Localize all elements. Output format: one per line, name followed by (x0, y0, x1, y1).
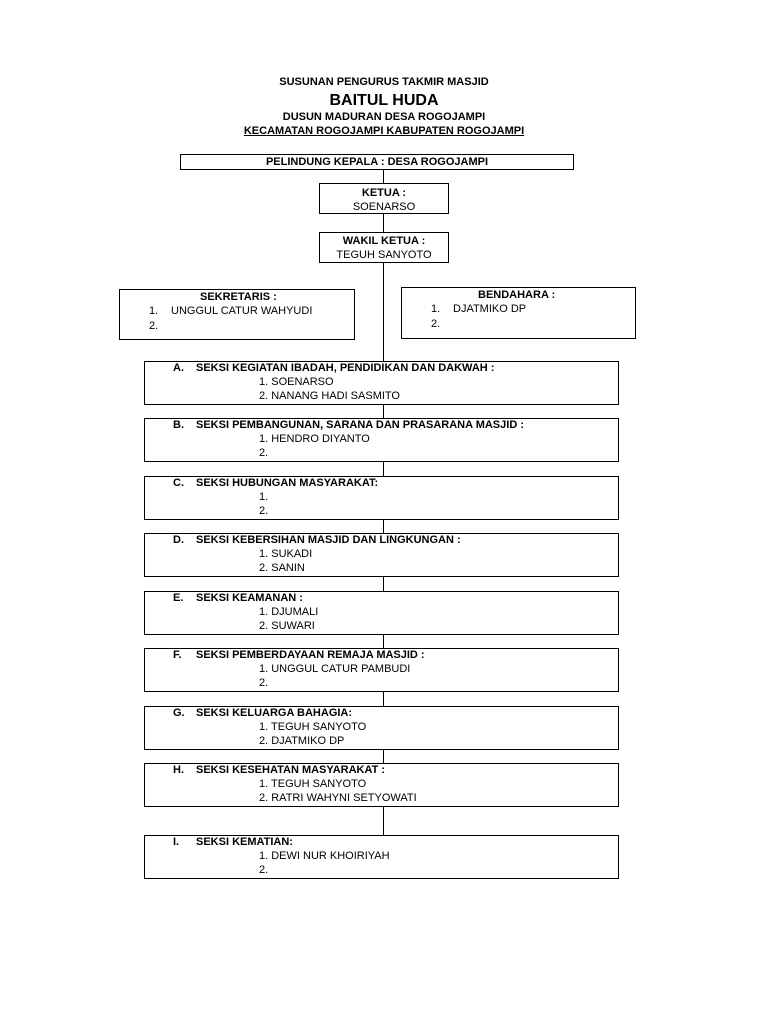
seksi-member: 1. (259, 491, 269, 503)
seksi-box: H. SEKSI KESEHATAN MASYARAKAT : 1. TEGUH… (144, 763, 619, 807)
seksi-letter: H. (173, 764, 184, 776)
seksi-member: 2. (259, 447, 269, 459)
seksi-letter: C. (173, 477, 184, 489)
wakil-ketua-title: WAKIL KETUA : (342, 235, 426, 247)
bendahara-box: BENDAHARA : 1. DJATMIKO DP 2. (401, 287, 636, 339)
seksi-box: G. SEKSI KELUARGA BAHAGIA: 1. TEGUH SANY… (144, 706, 619, 750)
header-title: BAITUL HUDA (329, 92, 439, 109)
pelindung-label: PELINDUNG KEPALA : DESA ROGOJAMPI (265, 156, 489, 168)
sekretaris-title: SEKRETARIS : (200, 291, 277, 303)
seksi-member: 1. TEGUH SANYOTO (259, 721, 367, 733)
bendahara-item-num: 2. (431, 318, 441, 330)
seksi-member: 1. SOENARSO (259, 376, 334, 388)
bendahara-title: BENDAHARA : (478, 289, 556, 301)
seksi-member: 2. NANANG HADI SASMITO (259, 390, 400, 402)
seksi-member: 2. SUWARI (259, 620, 315, 632)
seksi-member: 2. (259, 677, 269, 689)
bendahara-item-name: DJATMIKO DP (453, 303, 527, 315)
seksi-title: SEKSI HUBUNGAN MASYARAKAT: (196, 477, 379, 489)
seksi-title: SEKSI KESEHATAN MASYARAKAT : (196, 764, 386, 776)
seksi-member: 1. SUKADI (259, 548, 313, 560)
bendahara-item-num: 1. (431, 303, 441, 315)
seksi-title: SEKSI KEBERSIHAN MASJID DAN LINGKUNGAN : (196, 534, 461, 546)
ketua-title: KETUA : (361, 187, 407, 199)
seksi-member: 2. (259, 505, 269, 517)
seksi-letter: F. (173, 649, 182, 661)
seksi-box: A. SEKSI KEGIATAN IBADAH, PENDIDIKAN DAN… (144, 361, 619, 405)
pelindung-box: PELINDUNG KEPALA : DESA ROGOJAMPI (180, 154, 574, 170)
seksi-letter: E. (173, 592, 184, 604)
seksi-box: E. SEKSI KEAMANAN : 1. DJUMALI 2. SUWARI (144, 591, 619, 635)
seksi-member: 2. RATRI WAHYNI SETYOWATI (259, 792, 417, 804)
seksi-member: 1. DJUMALI (259, 606, 319, 618)
seksi-member: 2. DJATMIKO DP (259, 735, 345, 747)
seksi-member: 1. DEWI NUR KHOIRIYAH (259, 850, 390, 862)
seksi-member: 2. SANIN (259, 562, 305, 574)
ketua-box: KETUA : SOENARSO (319, 183, 449, 214)
seksi-title: SEKSI KEMATIAN: (196, 836, 293, 848)
seksi-member: 1. HENDRO DIYANTO (259, 433, 370, 445)
seksi-box: F. SEKSI PEMBERDAYAAN REMAJA MASJID : 1.… (144, 648, 619, 692)
seksi-title: SEKSI KEAMANAN : (196, 592, 303, 604)
sekretaris-item-num: 2. (149, 320, 159, 332)
sekretaris-item-num: 1. (149, 305, 159, 317)
seksi-title: SEKSI PEMBERDAYAAN REMAJA MASJID : (196, 649, 425, 661)
seksi-box: I. SEKSI KEMATIAN: 1. DEWI NUR KHOIRIYAH… (144, 835, 619, 879)
seksi-letter: I. (173, 836, 180, 848)
seksi-letter: G. (173, 707, 185, 719)
header-line-1: SUSUNAN PENGURUS TAKMIR MASJID (279, 76, 489, 88)
sekretaris-item-name: UNGGUL CATUR WAHYUDI (171, 305, 313, 317)
seksi-title: SEKSI KEGIATAN IBADAH, PENDIDIKAN DAN DA… (196, 362, 495, 374)
sekretaris-box: SEKRETARIS : 1. UNGGUL CATUR WAHYUDI 2. (119, 289, 355, 340)
header-line-4: KECAMATAN ROGOJAMPI KABUPATEN ROGOJAMPI (243, 125, 525, 137)
wakil-ketua-box: WAKIL KETUA : TEGUH SANYOTO (319, 232, 449, 263)
seksi-letter: B. (173, 419, 184, 431)
seksi-title: SEKSI KELUARGA BAHAGIA: (196, 707, 353, 719)
seksi-member: 1. TEGUH SANYOTO (259, 778, 367, 790)
seksi-box: B. SEKSI PEMBANGUNAN, SARANA DAN PRASARA… (144, 418, 619, 462)
wakil-ketua-name: TEGUH SANYOTO (336, 249, 432, 261)
seksi-member: 2. (259, 864, 269, 876)
ketua-name: SOENARSO (352, 201, 416, 213)
header-line-3: DUSUN MADURAN DESA ROGOJAMPI (282, 111, 486, 123)
seksi-box: D. SEKSI KEBERSIHAN MASJID DAN LINGKUNGA… (144, 533, 619, 577)
seksi-member: 1. UNGGUL CATUR PAMBUDI (259, 663, 411, 675)
seksi-letter: A. (173, 362, 184, 374)
seksi-title: SEKSI PEMBANGUNAN, SARANA DAN PRASARANA … (196, 419, 524, 431)
seksi-letter: D. (173, 534, 184, 546)
seksi-box: C. SEKSI HUBUNGAN MASYARAKAT: 1. 2. (144, 476, 619, 520)
